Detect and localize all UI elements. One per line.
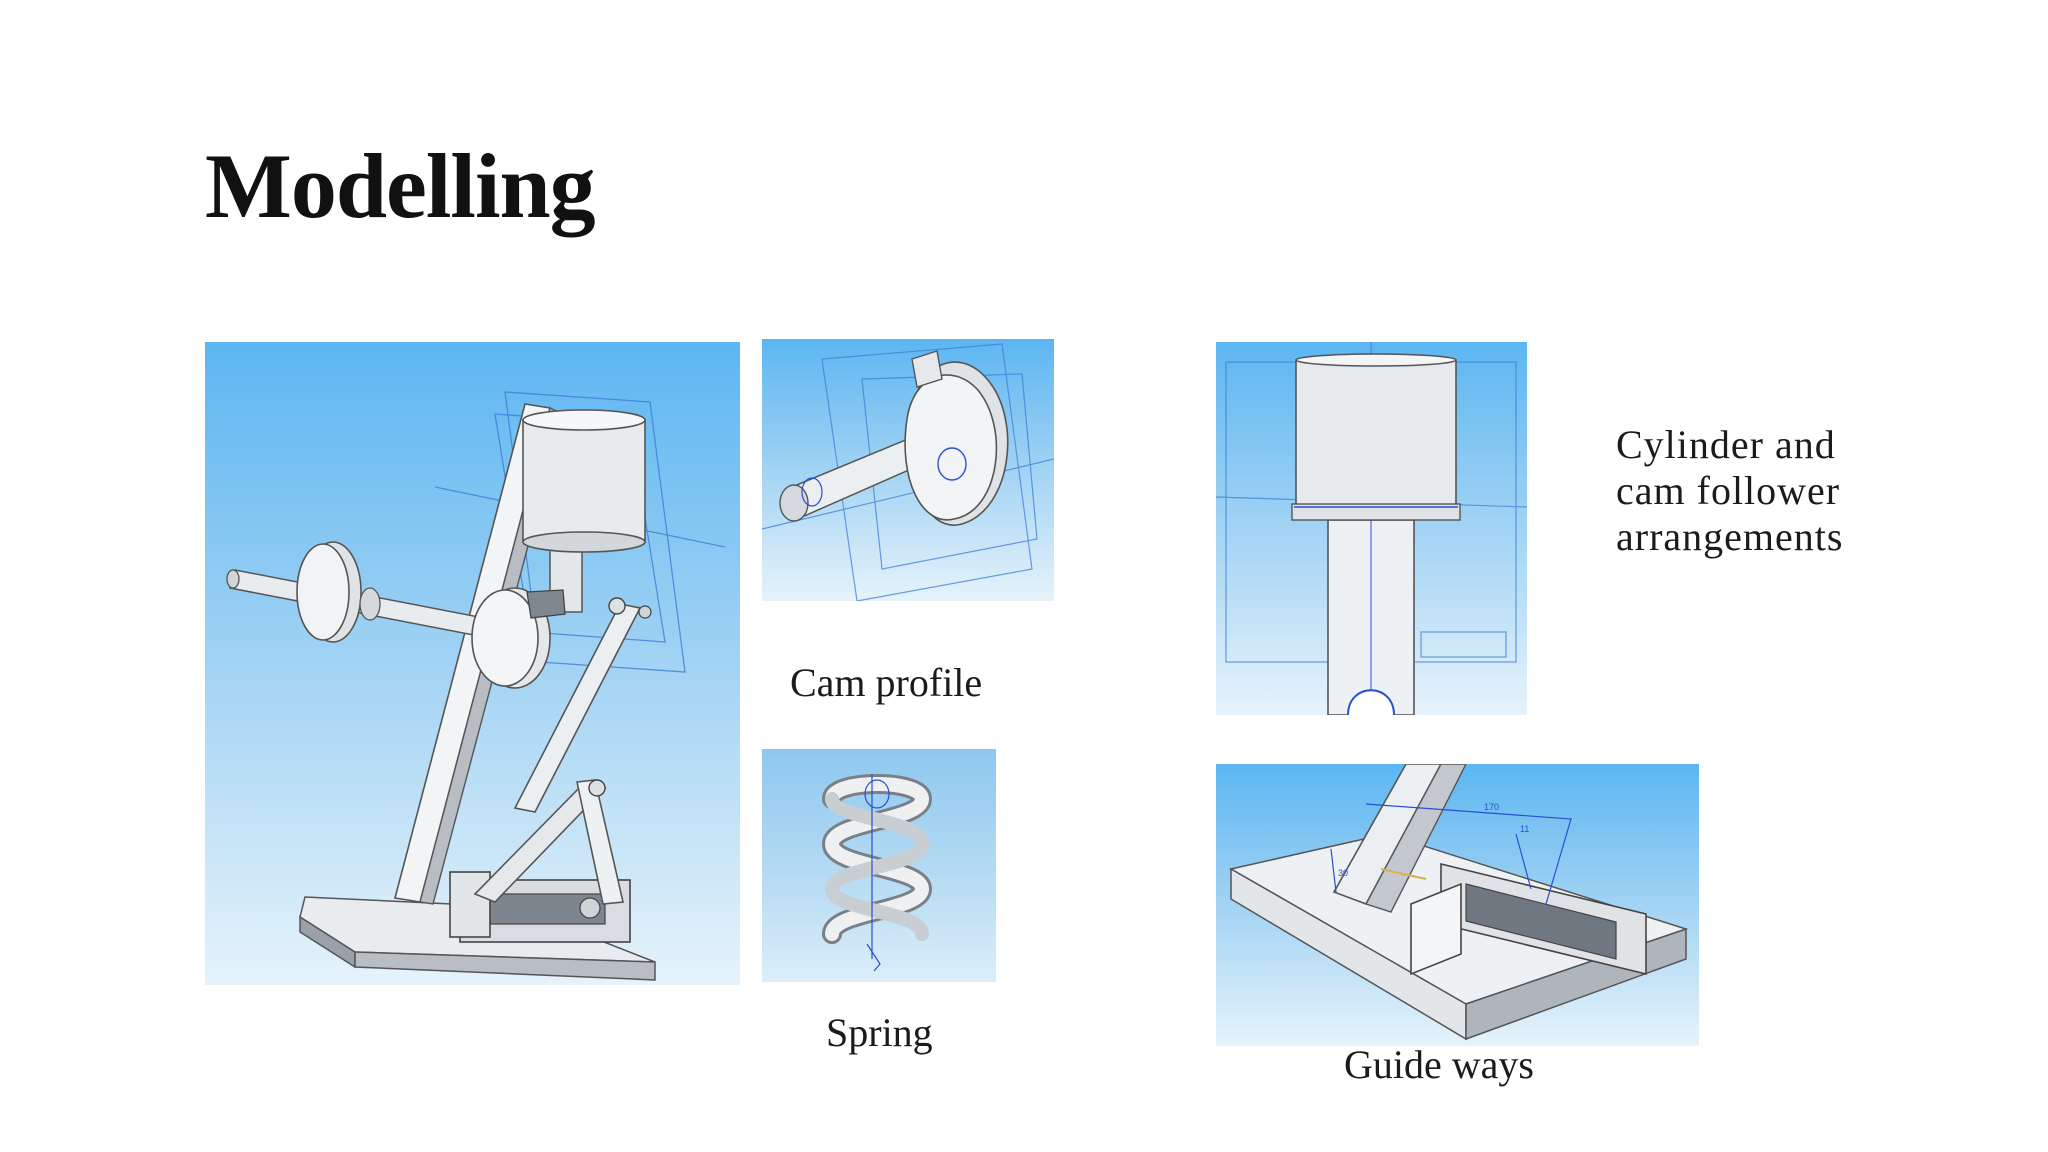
guide-ways-drawing: 170 11 30	[1228, 764, 1689, 1041]
spring-drawing	[821, 774, 933, 972]
guide-ways-image: 170 11 30	[1216, 764, 1699, 1046]
assembly-drawing	[226, 391, 726, 981]
guide-dimension-label-3: 30	[1338, 868, 1348, 878]
slide-title: Modelling	[205, 135, 596, 237]
cylinder-follower-drawing	[1216, 342, 1527, 715]
cam-profile-drawing	[762, 343, 1054, 601]
spring-caption: Spring	[826, 1010, 933, 1055]
spring-image	[762, 749, 996, 982]
cylinder-caption-line-1: Cylinder and	[1616, 422, 1836, 467]
cylinder-follower-image	[1216, 342, 1527, 715]
cylinder-follower-caption: Cylinder and cam follower arrangements	[1616, 422, 1843, 560]
cylinder-caption-line-2: cam follower	[1616, 468, 1841, 513]
cam-profile-image	[762, 339, 1054, 601]
assembly-model-image	[205, 342, 740, 985]
guide-dimension-label-2: 11	[1520, 824, 1529, 834]
cam-profile-caption: Cam profile	[790, 660, 983, 705]
guide-ways-caption: Guide ways	[1344, 1042, 1534, 1087]
cylinder-caption-line-3: arrangements	[1616, 514, 1844, 559]
guide-dimension-label-1: 170	[1484, 802, 1499, 812]
